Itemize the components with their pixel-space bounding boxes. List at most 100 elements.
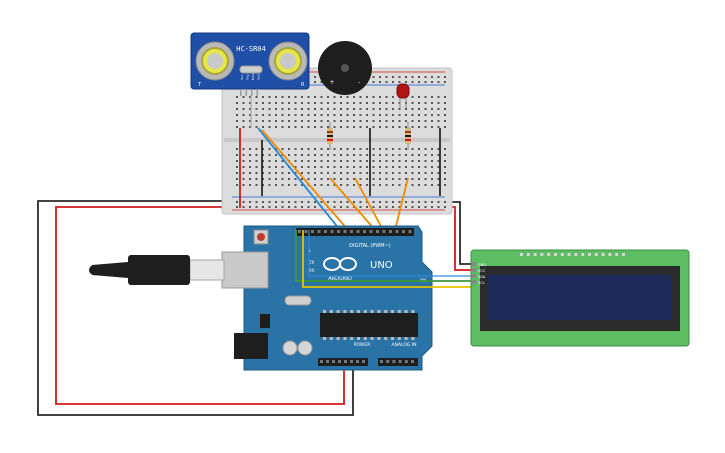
breadboard-hole <box>405 114 407 116</box>
breadboard-hole <box>424 114 427 116</box>
breadboard-hole <box>379 184 381 186</box>
chip-pin <box>370 310 374 313</box>
header-pin <box>398 360 402 363</box>
rail-hole <box>340 201 342 203</box>
rail-hole <box>385 206 388 208</box>
usb-plug-metal <box>189 259 225 281</box>
breadboard-hole <box>424 102 427 104</box>
rail-hole <box>418 81 420 83</box>
breadboard-hole <box>281 114 284 116</box>
black-wire-loop <box>37 200 354 416</box>
rail-hole <box>314 201 316 203</box>
breadboard-hole <box>353 108 355 110</box>
power-header <box>318 358 368 366</box>
header-pin <box>343 230 347 233</box>
breadboard-hole <box>392 172 394 174</box>
breadboard-hole <box>340 126 342 128</box>
breadboard-hole <box>236 166 238 168</box>
breadboard-hole <box>281 160 284 162</box>
lcd-top-pin <box>622 253 625 256</box>
header-pin <box>402 230 405 233</box>
breadboard-hole <box>418 102 420 104</box>
chip-pin <box>370 337 374 340</box>
breadboard-hole <box>359 166 362 168</box>
lcd-pin-label: SDA <box>478 275 486 279</box>
breadboard-hole <box>353 166 355 168</box>
breadboard-hole <box>301 96 303 98</box>
breadboard-hole <box>379 120 381 122</box>
breadboard-hole <box>301 102 303 104</box>
breadboard-hole <box>236 172 238 174</box>
breadboard-hole <box>333 96 336 98</box>
breadboard-hole <box>437 172 440 174</box>
breadboard-hole <box>379 126 381 128</box>
breadboard-hole <box>431 148 433 150</box>
breadboard-hole <box>437 96 440 98</box>
breadboard-hole <box>320 102 323 104</box>
breadboard-hole <box>333 114 336 116</box>
breadboard-hole <box>281 102 284 104</box>
breadboard-hole <box>340 178 342 180</box>
breadboard-hole <box>385 126 388 128</box>
wire-yellow-sda <box>302 230 474 288</box>
breadboard-hole <box>288 126 290 128</box>
rail-hole <box>385 81 388 83</box>
breadboard-hole <box>281 96 284 98</box>
breadboard-hole <box>372 120 375 122</box>
breadboard-hole <box>346 154 349 156</box>
breadboard-hole <box>346 166 349 168</box>
breadboard-hole <box>353 184 355 186</box>
rail-hole <box>372 201 375 203</box>
breadboard-hole <box>398 160 401 162</box>
breadboard-hole <box>418 184 420 186</box>
wire-green-scl <box>295 230 474 282</box>
resistor-1-band-1 <box>327 131 333 133</box>
breadboard-hole <box>353 126 355 128</box>
lcd-top-pin <box>540 253 544 256</box>
lcd-top-pin <box>533 253 537 256</box>
breadboard-hole <box>236 154 238 156</box>
rail-hole <box>320 201 323 203</box>
breadboard-hole <box>333 166 336 168</box>
lcd-side-pin <box>472 268 476 272</box>
chip-pin <box>357 310 360 313</box>
header-pin <box>362 360 365 363</box>
resistor-2 <box>405 122 411 150</box>
sensor-model-label: HC-SR04 <box>236 45 266 53</box>
breadboard-hole <box>262 120 264 122</box>
breadboard-hole <box>268 120 271 122</box>
rail-hole <box>320 81 323 83</box>
breadboard-hole <box>301 120 303 122</box>
breadboard-hole <box>268 172 271 174</box>
breadboard-hole <box>444 114 446 116</box>
breadboard-hole <box>385 96 388 98</box>
breadboard-hole <box>405 126 407 128</box>
sensor-pin-label: Echo <box>251 73 255 80</box>
breadboard-hole <box>268 166 271 168</box>
breadboard-hole <box>372 148 375 150</box>
rail-hole <box>262 201 264 203</box>
lcd-top-pin <box>588 253 591 256</box>
breadboard-hole <box>307 148 310 150</box>
breadboard-hole <box>392 114 394 116</box>
header-pin <box>330 230 334 233</box>
rail-hole <box>288 206 290 208</box>
lcd-pin-label: SCL <box>478 281 485 285</box>
breadboard-hole <box>372 154 375 156</box>
breadboard-hole <box>301 160 303 162</box>
rail-hole <box>418 76 420 78</box>
led-body <box>396 83 410 99</box>
breadboard-hole <box>359 154 362 156</box>
breadboard-hole <box>379 154 381 156</box>
header-pin <box>404 360 408 363</box>
rail-hole <box>281 206 284 208</box>
breadboard-hole <box>288 102 290 104</box>
header-pin <box>363 230 366 233</box>
breadboard-hole <box>275 120 277 122</box>
breadboard-hole <box>392 184 394 186</box>
rail-hole <box>288 201 290 203</box>
rail-hole <box>385 76 388 78</box>
wire-orange-trig <box>261 129 349 231</box>
breadboard-hole <box>236 148 238 150</box>
center-channel <box>224 138 450 142</box>
